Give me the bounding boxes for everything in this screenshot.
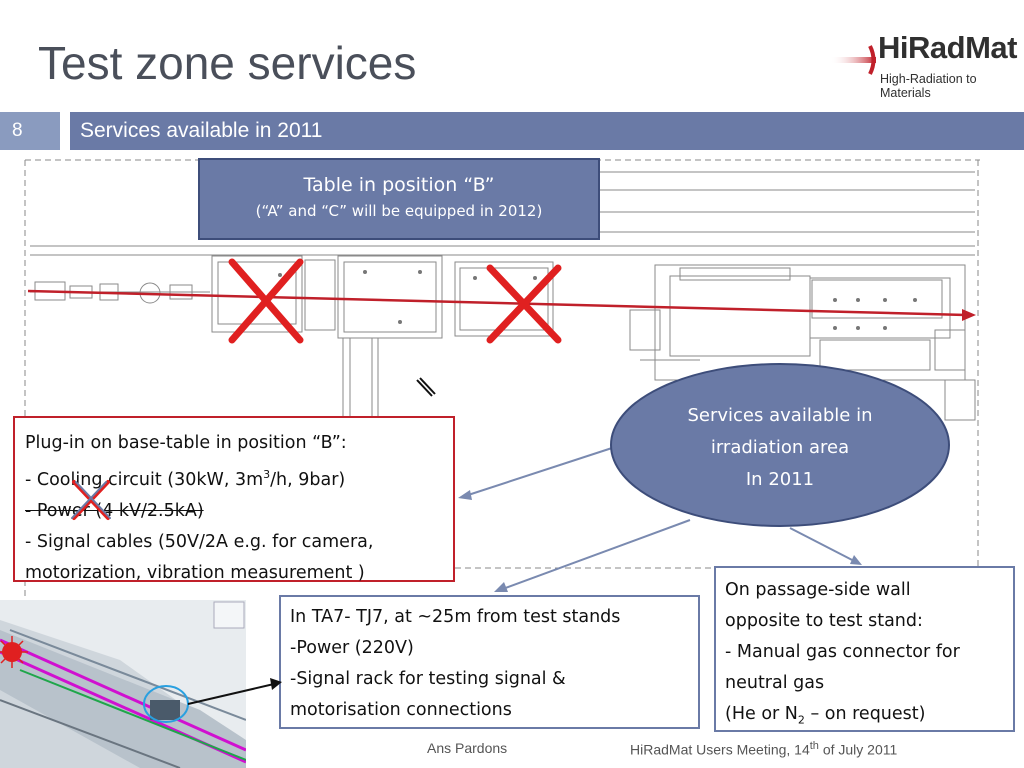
slide-title: Test zone services bbox=[38, 37, 417, 89]
wall-line4: neutral gas bbox=[725, 673, 825, 693]
subtitle-bar bbox=[70, 112, 1024, 150]
test-zone-drawing bbox=[24, 159, 980, 600]
plug-line5: motorization, vibration measurement ) bbox=[25, 562, 365, 583]
logo-name: HiRadMat bbox=[878, 30, 1017, 65]
wall-line1: On passage-side wall bbox=[725, 580, 911, 600]
footer-meeting-text: HiRadMat Users Meeting, 14 bbox=[630, 741, 810, 758]
wall-line5: (He or N2 – on request) bbox=[725, 699, 1013, 736]
ta7-line3: -Signal rack for testing signal & bbox=[290, 669, 566, 689]
wall-line3: - Manual gas connector for bbox=[725, 642, 960, 662]
hiradmat-logo-icon bbox=[830, 45, 876, 75]
tunnel-arrow bbox=[187, 678, 282, 705]
callout-table-line2: (“A” and “C” will be equipped in 2012) bbox=[255, 202, 543, 220]
footer-meeting-post: of July 2011 bbox=[818, 741, 898, 758]
ta7-line1: In TA7- TJ7, at ~25m from test stands bbox=[290, 607, 621, 627]
plug-line2: - Cooling circuit (30kW, 3m3/h, 9bar) bbox=[25, 459, 453, 496]
plug-line2-text: - Cooling circuit (30kW, 3m bbox=[25, 469, 264, 490]
slide-subtitle: Services available in 2011 bbox=[80, 119, 323, 142]
plug-line2-sup: 3 bbox=[263, 468, 271, 481]
power-cross-icon bbox=[71, 480, 111, 520]
services-area-text: Services available in irradiation area I… bbox=[640, 400, 920, 496]
wall-line5-post: – on request) bbox=[804, 704, 926, 724]
plug-in-services-box: Plug-in on base-table in position “B”: -… bbox=[13, 416, 455, 583]
services-area-line1: Services available in bbox=[687, 405, 873, 426]
footer-author: Ans Pardons bbox=[427, 740, 508, 756]
plug-line1: Plug-in on base-table in position “B”: bbox=[25, 433, 347, 453]
plug-line2-post: /h, 9bar) bbox=[270, 469, 346, 490]
services-area-line3: In 2011 bbox=[745, 469, 815, 490]
services-area-ellipse bbox=[610, 363, 950, 527]
wall-line5-sub: 2 bbox=[797, 713, 805, 727]
footer-meeting: HiRadMat Users Meeting, 14th of July 201… bbox=[630, 740, 897, 758]
services-area-line2: irradiation area bbox=[710, 437, 850, 458]
ta7-services-box: In TA7- TJ7, at ~25m from test stands -P… bbox=[279, 595, 700, 729]
callout-table-line1: Table in position “B” bbox=[303, 174, 495, 196]
tunnel-3d-view bbox=[0, 600, 246, 768]
wall-line5-text: (He or N bbox=[725, 704, 798, 724]
slide-number: 8 bbox=[12, 120, 23, 141]
table-position-callout: Table in position “B” (“A” and “C” will … bbox=[198, 158, 600, 240]
plug-line3: - Power (4 kV/2.5kA) bbox=[25, 500, 204, 521]
plug-line4: - Signal cables (50V/2A e.g. for camera, bbox=[25, 531, 374, 552]
footer-meeting-sup: th bbox=[809, 740, 819, 752]
slide-number-box bbox=[0, 112, 60, 150]
wall-line2: opposite to test stand: bbox=[725, 611, 923, 631]
logo-tagline: High-Radiation to Materials bbox=[880, 72, 977, 100]
passage-wall-services-box: On passage-side wall opposite to test st… bbox=[714, 566, 1015, 732]
ta7-line2: -Power (220V) bbox=[290, 638, 414, 658]
ta7-line4: motorisation connections bbox=[290, 700, 512, 720]
